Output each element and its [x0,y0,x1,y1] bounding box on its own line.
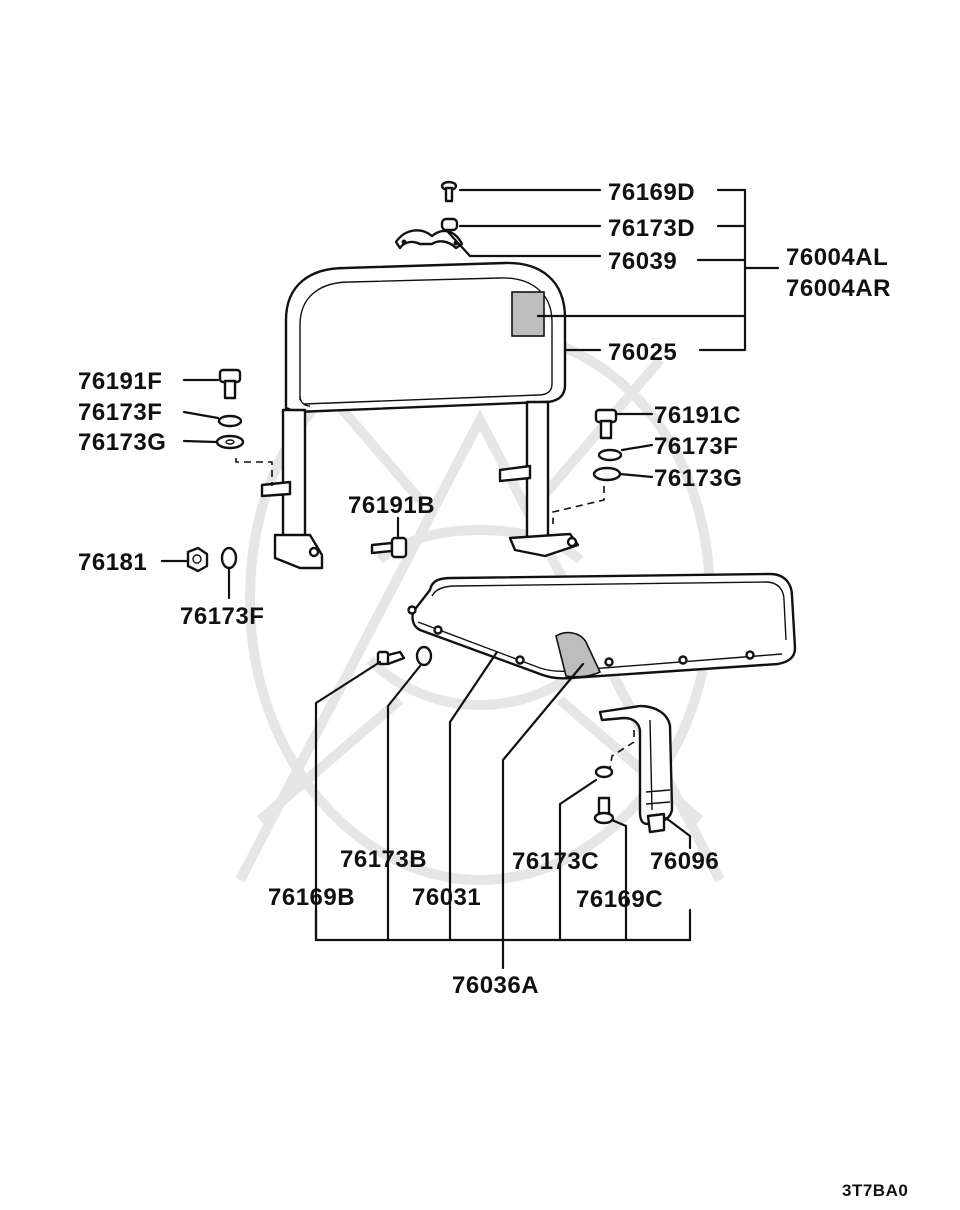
label-76004AL: 76004AL [786,244,888,271]
bolt-76191B [370,536,408,559]
washer-76173F-left [217,414,243,428]
label-76036A: 76036A [452,972,539,999]
washer-76173B [415,645,433,667]
back-pad-76025 [284,261,567,414]
seat-bracket-76096 [598,704,674,834]
label-76096: 76096 [650,848,719,875]
label-76169B: 76169B [268,884,355,911]
label-76173C: 76173C [512,848,599,875]
bolt-76191F [218,368,242,400]
label-76173D: 76173D [608,215,695,242]
leader-lines [160,188,780,970]
label-76181: 76181 [78,549,147,576]
label-76191F: 76191F [78,368,162,395]
label-76191B: 76191B [348,492,435,519]
nut-76181 [186,546,209,573]
screw-76169B [376,650,406,666]
label-76191C: 76191C [654,402,741,429]
seat-cushion-76031 [407,572,797,680]
label-76039: 76039 [608,248,677,275]
washer-76173F-right [597,448,623,462]
label-76173F-left: 76173F [78,399,162,426]
washer-76173G-left [215,434,245,450]
bolt-76191C [594,408,618,440]
warning-label-patch [511,291,545,337]
label-76169D: 76169D [608,179,695,206]
label-76173G-right: 76173G [654,465,742,492]
screw-76169D [440,180,458,203]
label-76169C: 76169C [576,886,663,913]
handle-76039 [394,229,464,250]
diagram-code: 3T7BA0 [842,1181,908,1200]
left-leg [281,408,307,542]
label-76173G-left: 76173G [78,429,166,456]
washer-76173D [440,217,459,232]
washer-76173F-bottom [220,546,238,570]
left-leg-bracket [273,533,324,570]
washer-76173G-right [592,466,622,482]
washer-76173C [594,765,614,779]
label-76031: 76031 [412,884,481,911]
label-76004AR: 76004AR [786,275,891,302]
label-76025: 76025 [608,339,677,366]
label-76173B: 76173B [340,846,427,873]
right-leg-bracket [508,532,580,558]
part-labels: 76169D 76173D 76039 76004AL 76004AR 7602… [78,179,908,1200]
screw-76169C [593,796,615,825]
backrest-assembly [260,261,580,570]
label-76173F-bottom: 76173F [180,603,264,630]
label-76173F-right: 76173F [654,433,738,460]
